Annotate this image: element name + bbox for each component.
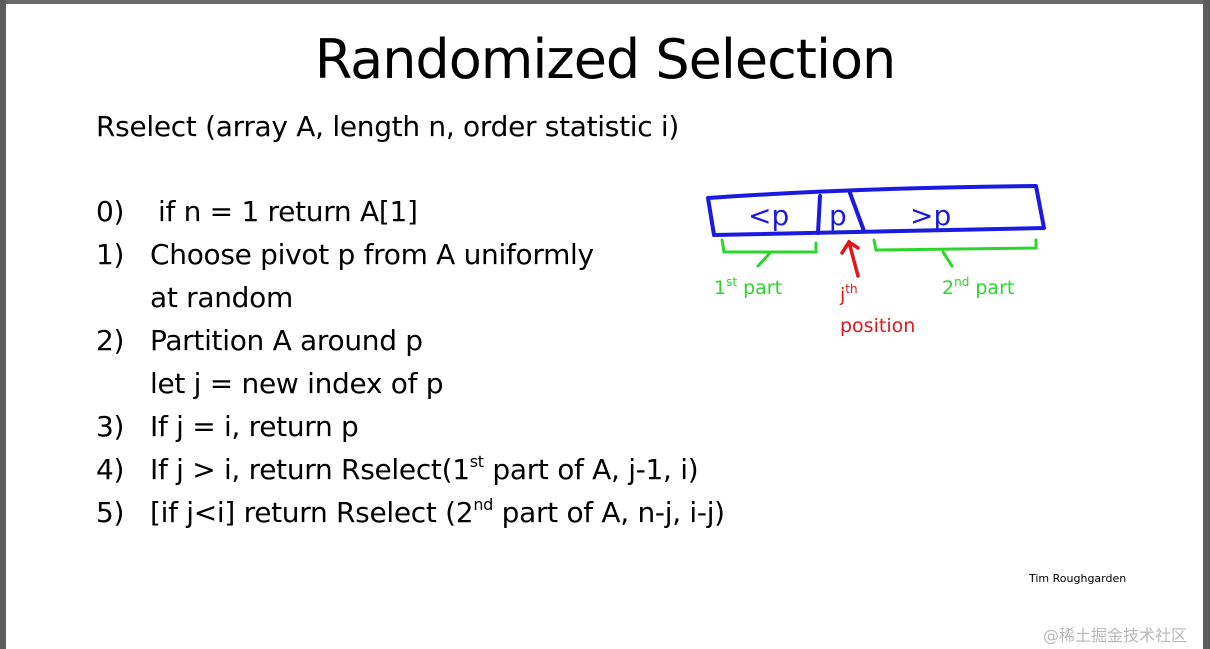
array-box [706, 184, 1046, 237]
step-text-continued: at random [150, 281, 293, 314]
label-part: part [737, 277, 783, 299]
algorithm-steps: 0) if n = 1 return A[1] 1) Choose pivot p … [96, 194, 725, 538]
step-text: [if j<i] return Rselect (2nd part of A, … [150, 496, 725, 529]
first-part-label: 1st part [714, 275, 783, 299]
step-number: 4) [96, 453, 125, 486]
watermark: @稀土掘金技术社区 [1043, 626, 1188, 645]
step-4: 4) If j > i, return Rselect(1st part of A… [96, 452, 725, 495]
step-number: 3) [96, 410, 125, 443]
cell-greater-than-pivot: >p [910, 199, 951, 232]
window-frame-right [1203, 0, 1210, 649]
window-frame-top [0, 0, 1210, 4]
step-number: 5) [96, 496, 125, 529]
cell-pivot: p [829, 199, 847, 232]
ordinal-suffix: nd [473, 495, 494, 514]
step-number: 2) [96, 324, 125, 357]
ordinal-suffix: th [845, 282, 858, 296]
author-credit: Tim Roughgarden [1029, 572, 1127, 585]
cell-less-than-pivot: <p [748, 199, 789, 232]
second-part-brace [872, 238, 1038, 268]
step-2: 2) Partition A around p let j = new index… [96, 323, 725, 409]
slide-canvas [6, 4, 1203, 649]
step-0: 0) if n = 1 return A[1] [96, 194, 725, 237]
label-part: part [969, 277, 1015, 299]
step-text: Partition A around p [150, 324, 423, 357]
step-3: 3) If j = i, return p [96, 409, 725, 452]
ordinal-suffix: st [726, 275, 738, 289]
step-text: If j = i, return p [150, 410, 359, 443]
step-text-part: part of A, j-1, i) [483, 453, 699, 486]
step-text: If j > i, return Rselect(1st part of A, … [150, 452, 699, 486]
pivot-arrow-icon [840, 239, 860, 278]
ordinal-suffix: nd [954, 275, 970, 289]
step-1: 1) Choose pivot p from A uniformly at ran… [96, 237, 725, 323]
step-5: 5) [if j<i] return Rselect (2nd part of A… [96, 495, 725, 538]
step-text-continued: let j = new index of p [150, 367, 444, 400]
first-part-brace [720, 238, 818, 268]
slide-title: Randomized Selection [314, 28, 896, 91]
function-signature: Rselect (array A, length n, order statis… [96, 110, 680, 143]
second-part-label: 2nd part [942, 275, 1015, 299]
step-text: Choose pivot p from A uniformly [150, 238, 594, 271]
label-part: 2 [942, 277, 955, 299]
step-text: if n = 1 return A[1] [158, 195, 418, 228]
label-part: j [840, 284, 846, 306]
step-number: 1) [96, 238, 125, 271]
position-label: position [840, 315, 916, 337]
window-frame-left [0, 0, 6, 649]
step-text-part: part of A, n-j, i-j) [493, 496, 726, 529]
jth-label: jth [840, 282, 858, 306]
ordinal-suffix: st [469, 452, 484, 471]
step-text-part: If j > i, return Rselect(1 [150, 453, 470, 486]
label-part: 1 [714, 277, 727, 299]
step-text-part: [if j<i] return Rselect (2 [150, 496, 474, 529]
step-number: 0) [96, 195, 125, 228]
